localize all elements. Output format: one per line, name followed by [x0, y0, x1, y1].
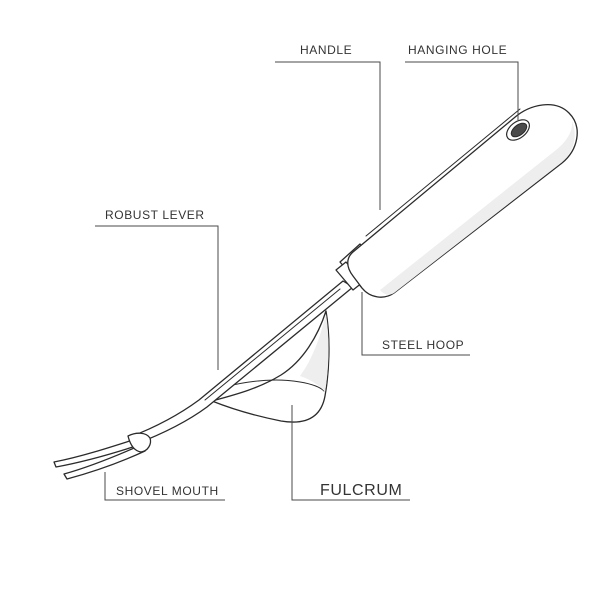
hanging-hole: [506, 119, 530, 141]
fulcrum-leader: [291, 405, 410, 501]
robust-lever-highlight: [204, 288, 341, 401]
shovel-mouth-label: SHOVEL MOUTH: [116, 484, 219, 498]
hanging-hole-leader: [405, 61, 519, 120]
handle-shade: [380, 121, 575, 295]
shovel-mouth-fork-base: [127, 432, 152, 453]
hanging-hole-label: HANGING HOLE: [408, 43, 507, 57]
fulcrum-label: FULCRUM: [320, 482, 402, 499]
steel-hoop-label: STEEL HOOP: [382, 338, 464, 352]
fulcrum-plate: [211, 310, 330, 423]
handle-seam: [365, 108, 521, 237]
leader-lines: [95, 61, 519, 501]
fulcrum-plate-fold: [223, 379, 325, 392]
shovel-mouth-leader: [104, 472, 225, 501]
shovel-mouth-lower-tine: [63, 444, 146, 480]
handle-label: HANDLE: [300, 43, 352, 57]
shovel-mouth-upper-tine: [53, 437, 143, 468]
robust-lever-leader: [95, 225, 219, 370]
robust-lever-label: ROBUST LEVER: [105, 208, 205, 222]
weeder-tool-illustration: [53, 104, 578, 480]
steel-hoop-leader: [361, 292, 470, 356]
hanging-hole-opening: [510, 122, 528, 138]
handle-leader: [275, 61, 381, 210]
handle-grip: [347, 104, 578, 298]
part-labels: HANDLE HANGING HOLE ROBUST LEVER STEEL H…: [105, 43, 507, 499]
fulcrum-plate-shade: [300, 314, 329, 392]
